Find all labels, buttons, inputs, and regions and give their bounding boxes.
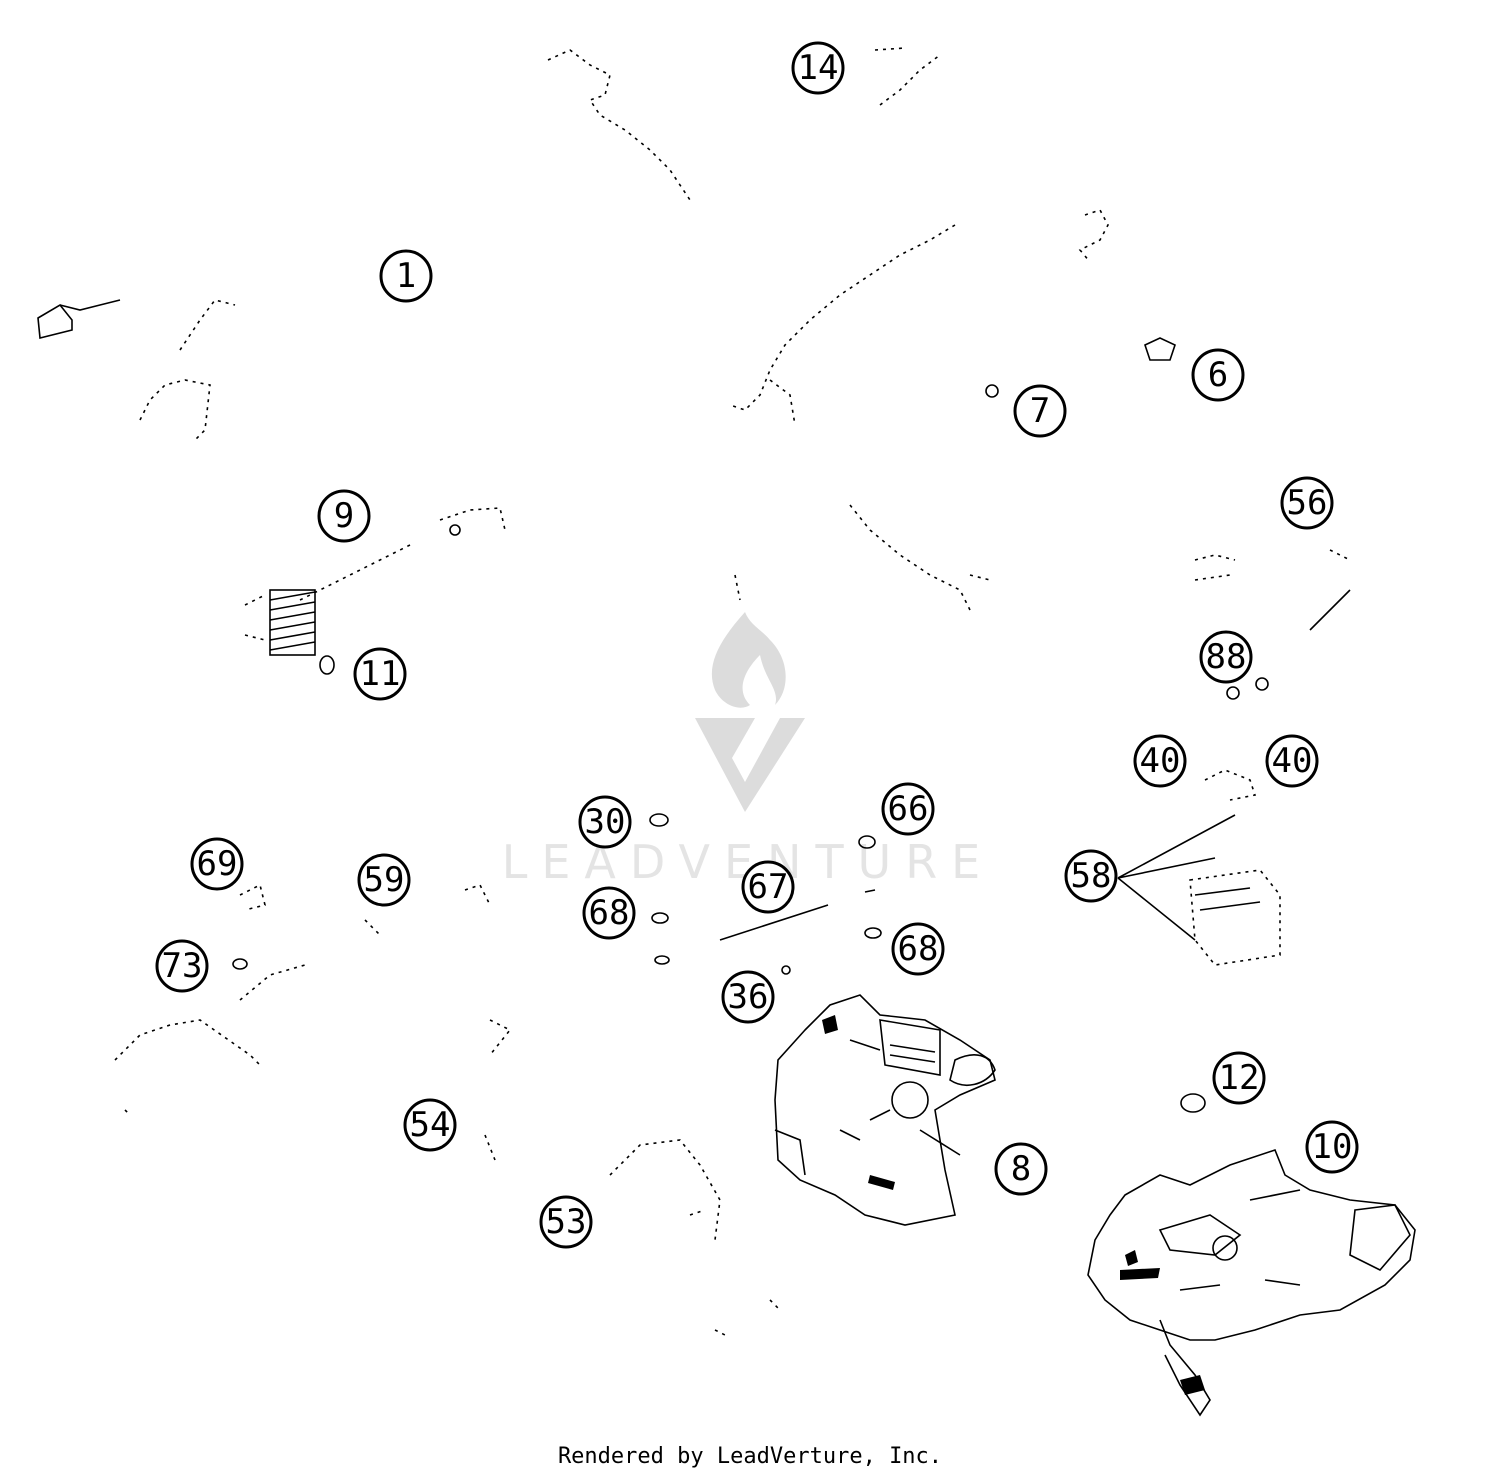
callout-12[interactable]: 12 — [1212, 1051, 1266, 1105]
svg-text:56: 56 — [1287, 483, 1328, 523]
callout-58[interactable]: 58 — [1064, 849, 1118, 903]
callout-66[interactable]: 66 — [881, 782, 935, 836]
callout-53[interactable]: 53 — [539, 1195, 593, 1249]
callout-68-left[interactable]: 68 — [582, 886, 636, 940]
svg-text:58: 58 — [1071, 856, 1112, 896]
svg-text:14: 14 — [798, 48, 839, 88]
callout-88[interactable]: 88 — [1199, 630, 1253, 684]
part-drawings — [37, 47, 1416, 1417]
v-logo-icon — [695, 718, 805, 812]
callout-10[interactable]: 10 — [1305, 1120, 1359, 1174]
frame-part-10 — [1087, 1149, 1416, 1417]
callout-6[interactable]: 6 — [1191, 348, 1245, 402]
flame-icon — [711, 612, 786, 708]
callout-67[interactable]: 67 — [741, 860, 795, 914]
svg-text:69: 69 — [197, 844, 238, 884]
callout-30[interactable]: 30 — [578, 795, 632, 849]
svg-text:88: 88 — [1206, 637, 1247, 677]
svg-text:11: 11 — [360, 654, 401, 694]
regulator-part — [244, 589, 316, 656]
svg-text:53: 53 — [546, 1202, 587, 1242]
callout-1[interactable]: 1 — [379, 249, 433, 303]
svg-text:68: 68 — [589, 893, 630, 933]
callout-56[interactable]: 56 — [1280, 476, 1334, 530]
svg-text:68: 68 — [898, 929, 939, 969]
svg-text:36: 36 — [728, 977, 769, 1017]
svg-text:9: 9 — [334, 496, 354, 536]
svg-text:1: 1 — [396, 256, 416, 296]
callout-7[interactable]: 7 — [1013, 384, 1067, 438]
svg-text:67: 67 — [748, 867, 789, 907]
callout-8[interactable]: 8 — [994, 1142, 1048, 1196]
svg-text:59: 59 — [364, 860, 405, 900]
callout-11[interactable]: 11 — [353, 647, 407, 701]
callout-14[interactable]: 14 — [791, 41, 845, 95]
svg-text:73: 73 — [162, 946, 203, 986]
callout-54[interactable]: 54 — [403, 1098, 457, 1152]
callout-40-right[interactable]: 40 — [1265, 734, 1319, 788]
callout-9[interactable]: 9 — [317, 489, 371, 543]
svg-text:6: 6 — [1208, 355, 1228, 395]
watermark-text: LEADVENTURE — [502, 835, 995, 889]
callout-40-left[interactable]: 40 — [1133, 734, 1187, 788]
svg-text:7: 7 — [1030, 391, 1050, 431]
callout-73[interactable]: 73 — [155, 939, 209, 993]
callout-69[interactable]: 69 — [190, 837, 244, 891]
svg-text:40: 40 — [1272, 741, 1313, 781]
callout-36[interactable]: 36 — [721, 970, 775, 1024]
housing-part-8 — [774, 994, 996, 1226]
svg-text:8: 8 — [1011, 1149, 1031, 1189]
callout-markers: 14 1 6 7 9 56 11 88 — [155, 41, 1359, 1249]
svg-text:12: 12 — [1219, 1058, 1260, 1098]
svg-text:40: 40 — [1140, 741, 1181, 781]
callout-59[interactable]: 59 — [357, 853, 411, 907]
credit-line: Rendered by LeadVerture, Inc. — [557, 1444, 943, 1469]
leadventure-watermark: LEADVENTURE — [502, 612, 995, 889]
svg-text:54: 54 — [410, 1105, 451, 1145]
svg-text:30: 30 — [585, 802, 626, 842]
callout-68-right[interactable]: 68 — [891, 922, 945, 976]
svg-text:10: 10 — [1312, 1127, 1353, 1167]
svg-text:66: 66 — [888, 789, 929, 829]
